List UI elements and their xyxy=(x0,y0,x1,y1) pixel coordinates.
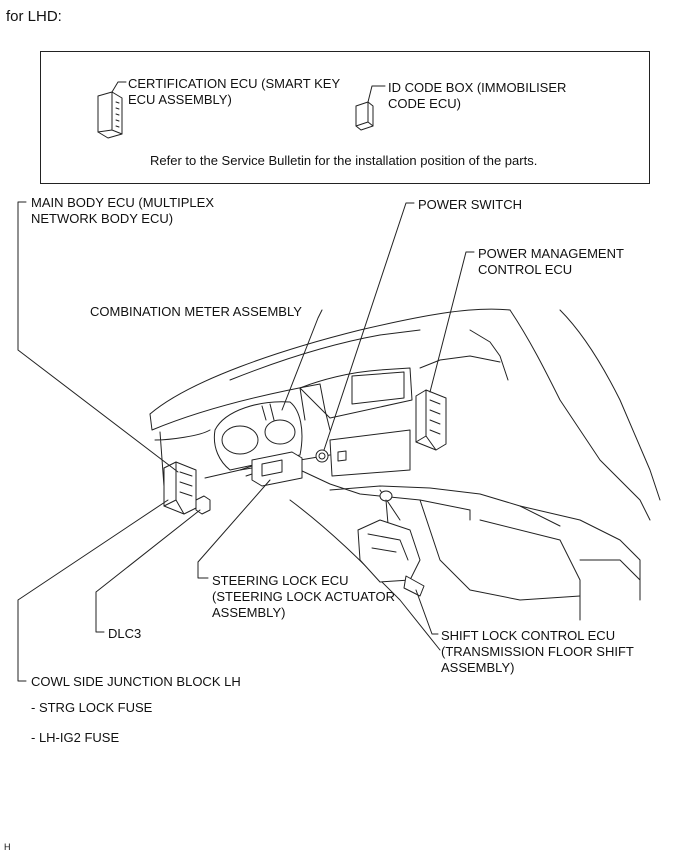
combination-meter-leader xyxy=(281,309,323,411)
id-code-box-leader xyxy=(367,85,386,103)
power-switch-part xyxy=(315,449,329,463)
power-mgmt-ecu-label-line1: POWER MANAGEMENT xyxy=(478,246,624,261)
steering-lock-ecu-label-line1: STEERING LOCK ECU xyxy=(212,573,349,588)
strg-lock-fuse-label: - STRG LOCK FUSE xyxy=(31,700,153,715)
cowl-side-jb-leader xyxy=(17,499,169,682)
power-management-ecu-leader xyxy=(429,251,475,393)
steering-lock-ecu-label-line2: (STEERING LOCK ACTUATOR xyxy=(212,589,395,604)
cert-ecu-label-line2: ECU ASSEMBLY) xyxy=(128,92,232,107)
cowl-side-jb-label: COWL SIDE JUNCTION BLOCK LH xyxy=(31,674,241,689)
main-body-ecu-part xyxy=(163,461,197,515)
main-body-ecu-leader xyxy=(17,201,179,473)
lh-ig2-fuse-label: - LH-IG2 FUSE xyxy=(31,730,120,745)
power-switch-leader xyxy=(323,202,415,451)
dlc3-part xyxy=(195,495,211,515)
shift-lock-ecu-part xyxy=(357,490,425,597)
shift-lock-ecu-label-line3: ASSEMBLY) xyxy=(441,660,515,675)
steering-lock-ecu-leader xyxy=(197,479,271,579)
power-switch-label: POWER SWITCH xyxy=(418,197,522,212)
shift-lock-ecu-label-line2: (TRANSMISSION FLOOR SHIFT xyxy=(441,644,634,659)
id-code-box-label-line1: ID CODE BOX (IMMOBILISER xyxy=(388,80,567,95)
id-code-box-part xyxy=(355,101,374,131)
service-bulletin-box xyxy=(40,51,650,184)
main-body-ecu-label-line2: NETWORK BODY ECU) xyxy=(31,211,174,226)
certification-ecu-part xyxy=(97,91,123,139)
dlc3-label: DLC3 xyxy=(108,626,142,641)
service-bulletin-note: Refer to the Service Bulletin for the in… xyxy=(150,153,538,168)
combination-meter-part xyxy=(213,401,303,471)
main-body-ecu-label-line1: MAIN BODY ECU (MULTIPLEX xyxy=(31,195,214,210)
shift-lock-ecu-leader xyxy=(415,589,439,635)
page-heading: for LHD: xyxy=(6,8,62,25)
dlc3-leader xyxy=(95,509,201,633)
dashboard-body xyxy=(149,308,661,651)
footer-code: H xyxy=(4,842,11,852)
power-management-ecu-part xyxy=(415,389,447,451)
steering-lock-ecu-label-line3: ASSEMBLY) xyxy=(212,605,286,620)
combination-meter-label: COMBINATION METER ASSEMBLY xyxy=(90,304,302,319)
id-code-box-label-line2: CODE ECU) xyxy=(388,96,461,111)
shift-lock-ecu-label-line1: SHIFT LOCK CONTROL ECU xyxy=(441,628,616,643)
steering-lock-ecu-part xyxy=(239,451,303,487)
cert-ecu-leader xyxy=(111,81,127,93)
power-mgmt-ecu-label-line2: CONTROL ECU xyxy=(478,262,573,277)
cert-ecu-label-line1: CERTIFICATION ECU (SMART KEY xyxy=(128,76,341,91)
